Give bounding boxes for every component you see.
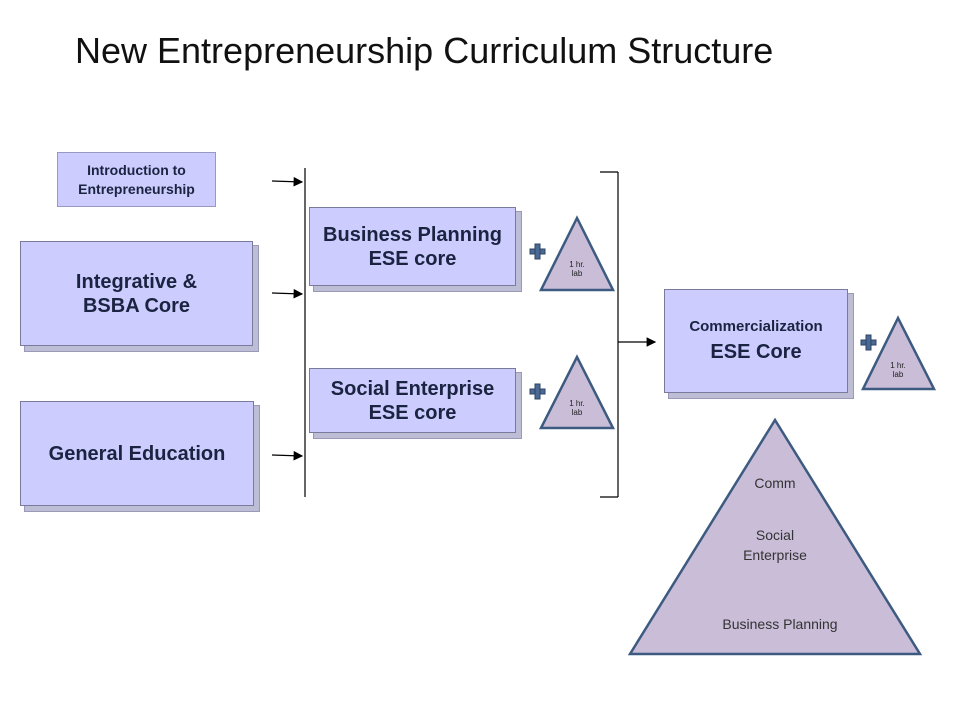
social-enterprise-box: Social Enterprise ESE core [309,368,516,433]
plus-icon [529,243,546,260]
social-enterprise-line1: Social Enterprise [330,377,495,400]
commercialization-box: Commercialization ESE Core [664,289,848,393]
pyramid-bottom-label: Business Planning [722,616,838,632]
intro-line1: Introduction to [87,161,186,178]
intro-line2: Entrepreneurship [78,180,195,197]
business-planning-line1: Business Planning [323,223,502,246]
lab-label-commercialization: 1 hr. lab [890,361,906,380]
intro-entrepreneurship-box: Introduction to Entrepreneurship [57,152,216,207]
lab-triangle-commercialization [860,315,937,391]
lab-label-social: 1 hr. lab [569,399,585,418]
pyramid-top-label: Comm [754,475,796,491]
commercialization-line2: ESE Core [710,341,802,363]
commercialization-line1: Commercialization [689,318,823,335]
gened-label: General Education [48,442,226,465]
business-planning-line2: ESE core [368,247,457,270]
curriculum-pyramid [627,417,923,656]
integrative-line2: BSBA Core [82,294,191,317]
arrow-integrative [271,288,304,299]
social-enterprise-line2: ESE core [368,401,457,424]
integrative-bsba-box: Integrative & BSBA Core [20,241,253,346]
integrative-line1: Integrative & [75,270,198,293]
plus-icon [860,334,877,351]
business-planning-box: Business Planning ESE core [309,207,516,286]
lab-label-business: 1 hr. lab [569,260,585,279]
pyramid-middle-label: Social Enterprise [743,527,807,563]
page-title: New Entrepreneurship Curriculum Structur… [75,30,774,71]
lab-triangle-business [538,215,616,292]
lab-triangle-social [538,354,616,430]
arrow-gened [271,450,304,461]
arrow-intro [271,176,304,187]
general-education-box: General Education [20,401,254,506]
plus-icon [529,383,546,400]
